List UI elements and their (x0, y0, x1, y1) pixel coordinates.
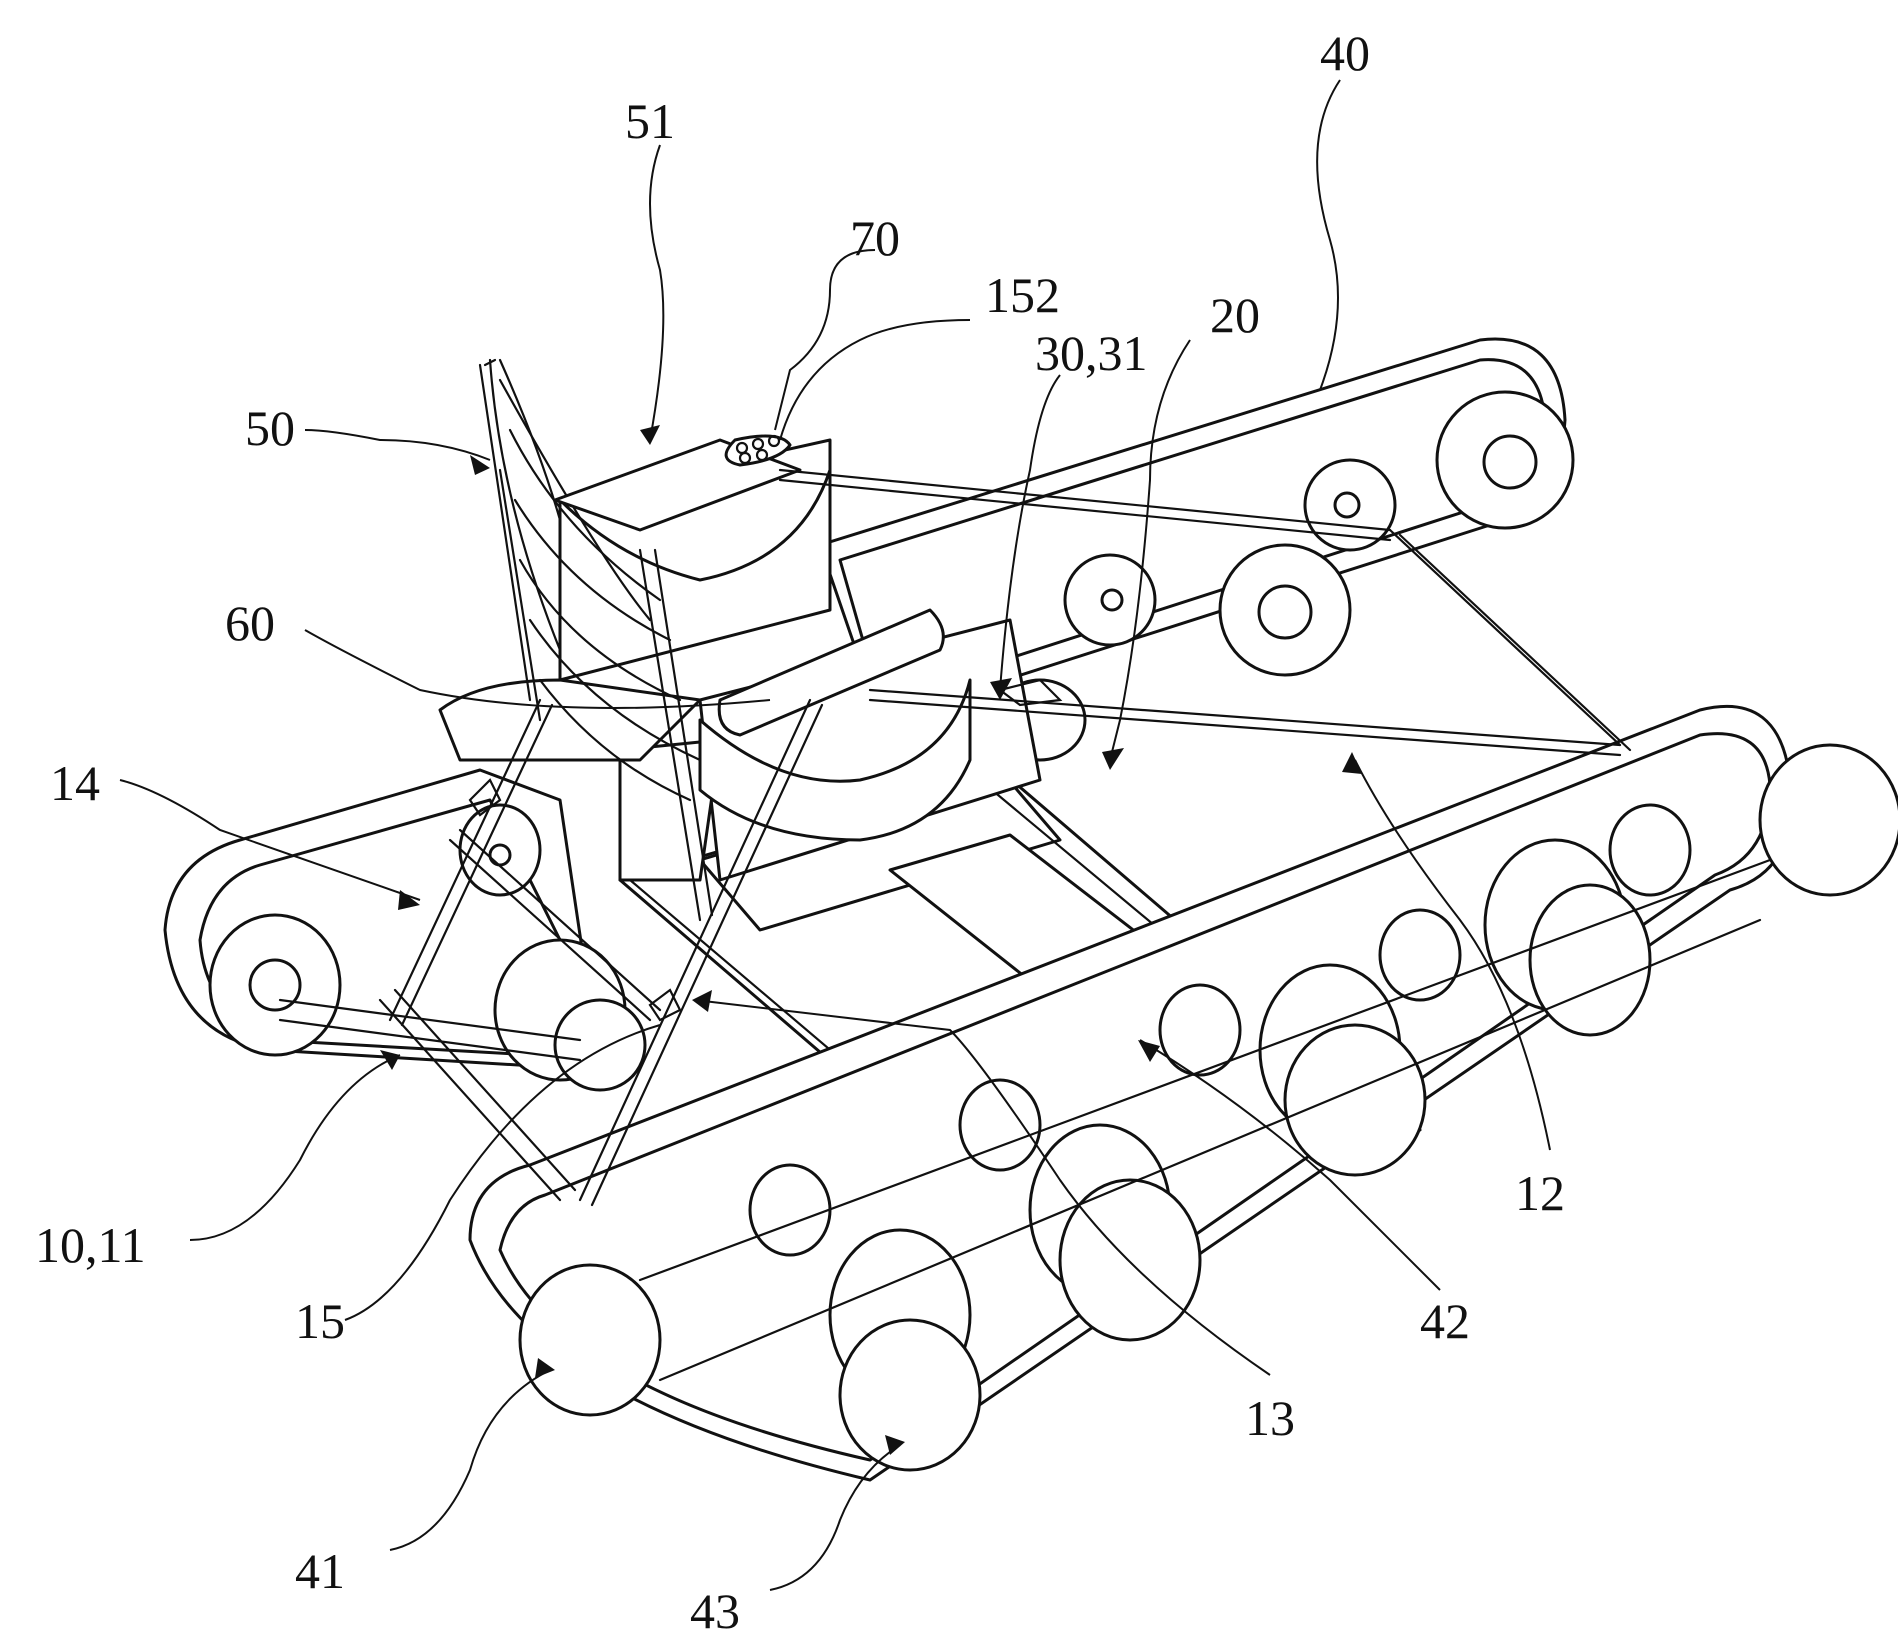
label-15: 15 (295, 1293, 345, 1349)
label-70: 70 (850, 210, 900, 266)
label-51: 51 (625, 93, 675, 149)
label-30-31: 30,31 (1035, 325, 1148, 381)
label-40: 40 (1320, 25, 1370, 81)
label-10-11: 10,11 (35, 1217, 146, 1273)
track-left-rear (165, 770, 645, 1090)
label-41: 41 (295, 1543, 345, 1599)
label-14: 14 (50, 755, 100, 811)
label-42: 42 (1420, 1293, 1470, 1349)
label-152: 152 (985, 267, 1060, 323)
label-12: 12 (1515, 1165, 1565, 1221)
label-50: 50 (245, 400, 295, 456)
label-43: 43 (690, 1583, 740, 1639)
label-13: 13 (1245, 1390, 1295, 1446)
label-60: 60 (225, 595, 275, 651)
label-20: 20 (1210, 287, 1260, 343)
